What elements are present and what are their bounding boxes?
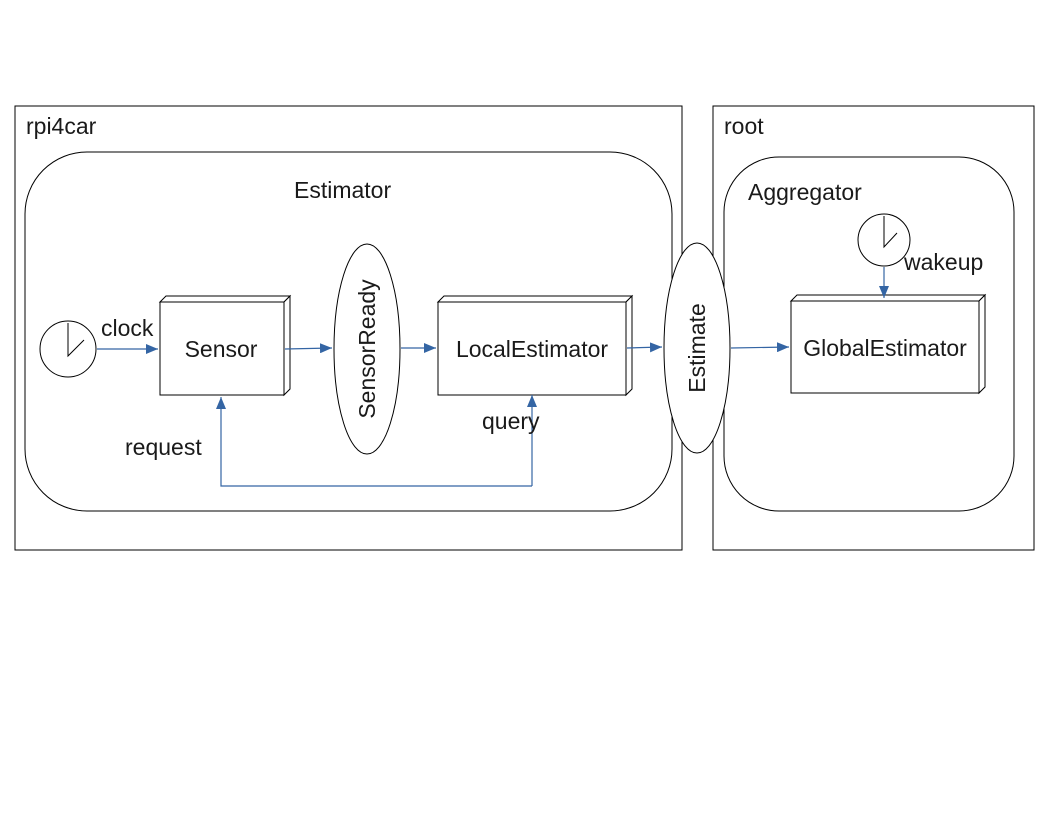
estimate-ellipse (663, 242, 731, 454)
estimate-label: Estimate (684, 303, 710, 392)
local-estimator-node: LocalEstimator (436, 294, 634, 397)
sensor-side (283, 294, 291, 397)
sensor-to-sensorready-arrow (284, 343, 333, 354)
clock-hands (883, 216, 898, 249)
estimate-to-globalestimator-arrow (730, 342, 790, 353)
query-label: query (482, 408, 540, 434)
local-estimator-box (437, 301, 627, 396)
sensor-label: Sensor (185, 336, 258, 362)
global-estimator-node: GlobalEstimator (789, 293, 987, 395)
rpi4car-label: rpi4car (26, 113, 97, 139)
sensor-ready-label: SensorReady (354, 279, 380, 419)
aggregator-label: Aggregator (748, 179, 862, 205)
local-estimator-side (625, 294, 633, 397)
localestimator-to-estimate-arrow (626, 342, 663, 353)
global-estimator-top (789, 294, 987, 302)
global-estimator-side (978, 293, 986, 395)
clock-left (39, 320, 97, 378)
wakeup-label: wakeup (903, 249, 983, 275)
clock-hands (67, 323, 85, 358)
sensor-box (159, 301, 285, 396)
clock-label: clock (101, 315, 154, 341)
clock-right (857, 213, 911, 267)
request-arrow (216, 397, 532, 487)
global-estimator-box (790, 300, 980, 394)
estimator-label: Estimator (294, 177, 391, 203)
sensor-ready-node: SensorReady (333, 243, 401, 455)
local-estimator-top (436, 295, 634, 303)
global-estimator-label: GlobalEstimator (803, 335, 967, 361)
estimate-node: Estimate (663, 242, 731, 454)
local-estimator-label: LocalEstimator (456, 336, 608, 362)
sensor-top (158, 295, 292, 303)
request-label: request (125, 434, 202, 460)
sensor-ready-ellipse (333, 243, 401, 455)
root-label: root (724, 113, 764, 139)
sensor-node: Sensor (158, 294, 292, 397)
